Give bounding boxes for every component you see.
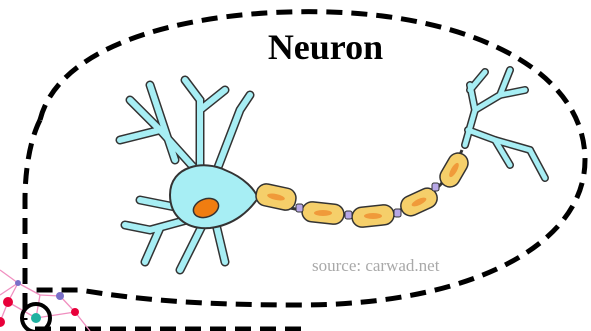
diagram-title: Neuron bbox=[0, 26, 591, 68]
source-credit: source: carwad.net bbox=[312, 256, 439, 276]
neuron-illustration bbox=[120, 70, 545, 270]
cell-body bbox=[170, 165, 258, 228]
neural-network-graph-icon bbox=[0, 270, 90, 331]
